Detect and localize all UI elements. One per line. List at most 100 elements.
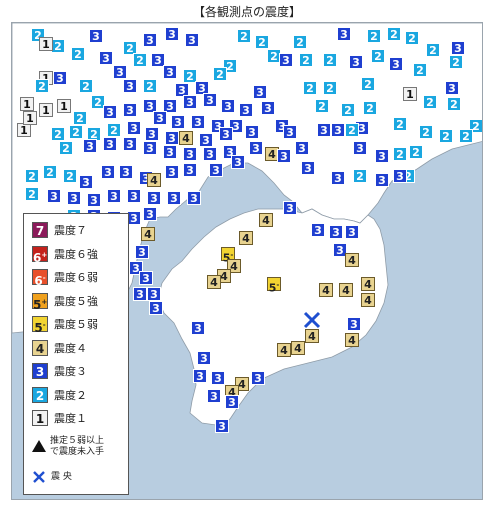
station-marker: 3	[133, 287, 147, 301]
station-marker: 2	[409, 145, 423, 159]
station-marker: 3	[143, 141, 157, 155]
station-marker: 1	[57, 99, 71, 113]
station-marker: 2	[25, 169, 39, 183]
station-marker: 3	[163, 65, 177, 79]
station-marker: 3	[145, 127, 159, 141]
station-marker: 3	[151, 53, 165, 67]
station-marker: 3	[171, 115, 185, 129]
station-marker: 4	[339, 283, 353, 297]
epicenter-marker	[303, 311, 320, 329]
station-marker: 3	[123, 103, 137, 117]
station-marker: 3	[167, 191, 181, 205]
station-marker: 2	[35, 79, 49, 93]
station-marker: 3	[375, 173, 389, 187]
station-marker: 4	[361, 277, 375, 291]
legend-label: 震度６強	[54, 247, 98, 261]
map-title: 【各観測点の震度】	[192, 5, 301, 19]
station-marker: 2	[393, 117, 407, 131]
station-marker: 3	[215, 419, 229, 433]
station-marker: 3	[203, 147, 217, 161]
station-marker: 3	[295, 141, 309, 155]
station-marker: 3	[329, 225, 343, 239]
station-marker: 3	[185, 33, 199, 47]
estimate-note-line2: で震度未入手	[50, 447, 105, 457]
station-marker: 3	[393, 169, 407, 183]
legend-swatch: 1	[32, 410, 48, 426]
station-marker: 3	[183, 163, 197, 177]
station-marker: 2	[449, 55, 463, 69]
legend-swatch: 6+	[32, 245, 48, 265]
station-marker: 3	[301, 161, 315, 175]
station-marker: 2	[413, 63, 427, 77]
station-marker: 3	[451, 41, 465, 55]
station-marker: 2	[387, 27, 401, 41]
station-marker: 3	[349, 55, 363, 69]
station-marker: 2	[293, 35, 307, 49]
station-marker: 3	[103, 105, 117, 119]
station-marker: 3	[143, 33, 157, 47]
intensity-map[interactable]: 2232333222322223111111123232223223232233…	[11, 22, 483, 500]
station-marker: 3	[219, 127, 233, 141]
station-marker: 2	[303, 81, 317, 95]
station-marker: 4	[207, 275, 221, 289]
legend-swatch: 3	[32, 363, 48, 379]
station-marker: 3	[163, 99, 177, 113]
station-marker: 3	[127, 189, 141, 203]
station-marker: 2	[363, 101, 377, 115]
legend-label: 震度７	[54, 224, 87, 237]
station-marker: 3	[239, 103, 253, 117]
station-marker: 3	[113, 65, 127, 79]
station-marker: 3	[103, 137, 117, 151]
station-marker: 3	[225, 395, 239, 409]
station-marker: 5-	[267, 277, 281, 295]
station-marker: 3	[127, 211, 141, 225]
legend-swatch: 2	[32, 386, 48, 403]
station-marker: 3	[211, 371, 225, 385]
station-marker: 3	[147, 287, 161, 301]
station-marker: 1	[17, 123, 31, 137]
station-marker: 2	[43, 165, 57, 179]
station-marker: 3	[149, 301, 163, 315]
station-marker: 2	[419, 125, 433, 139]
station-marker: 3	[127, 121, 141, 135]
station-marker: 4	[147, 173, 161, 187]
station-marker: 3	[333, 243, 347, 257]
station-marker: 3	[231, 155, 245, 169]
station-marker: 3	[135, 245, 149, 259]
station-marker: 3	[153, 111, 167, 125]
legend-swatch: 7	[32, 222, 48, 238]
station-marker: 4	[319, 283, 333, 297]
station-marker: 4	[361, 293, 375, 307]
legend-label: 震度５弱	[54, 318, 98, 331]
station-marker: 2	[345, 123, 359, 137]
station-marker: 2	[63, 169, 77, 183]
station-marker: 3	[283, 201, 297, 215]
station-marker: 3	[251, 371, 265, 385]
station-marker: 3	[195, 81, 209, 95]
station-marker: 2	[51, 39, 65, 53]
station-marker: 3	[353, 141, 367, 155]
station-marker: 2	[79, 79, 93, 93]
station-marker: 2	[183, 69, 197, 83]
estimate-note-line1: 推定５弱以上	[50, 436, 105, 446]
station-marker: 2	[25, 187, 39, 201]
station-marker: 3	[317, 123, 331, 137]
station-marker: 2	[213, 67, 227, 81]
station-marker: 2	[405, 31, 419, 45]
station-marker: 4	[291, 341, 305, 355]
station-marker: 2	[393, 147, 407, 161]
station-marker: 2	[107, 123, 121, 137]
station-marker: 4	[277, 343, 291, 357]
legend-item: 6-震度６弱	[32, 269, 98, 288]
station-marker: 3	[147, 191, 161, 205]
station-marker: 2	[353, 169, 367, 183]
station-marker: 2	[59, 141, 73, 155]
station-marker: 3	[331, 171, 345, 185]
station-marker: 3	[101, 165, 115, 179]
station-marker: 4	[259, 213, 273, 227]
station-marker: 2	[426, 43, 440, 57]
station-marker: 3	[143, 207, 157, 221]
station-marker: 2	[341, 103, 355, 117]
